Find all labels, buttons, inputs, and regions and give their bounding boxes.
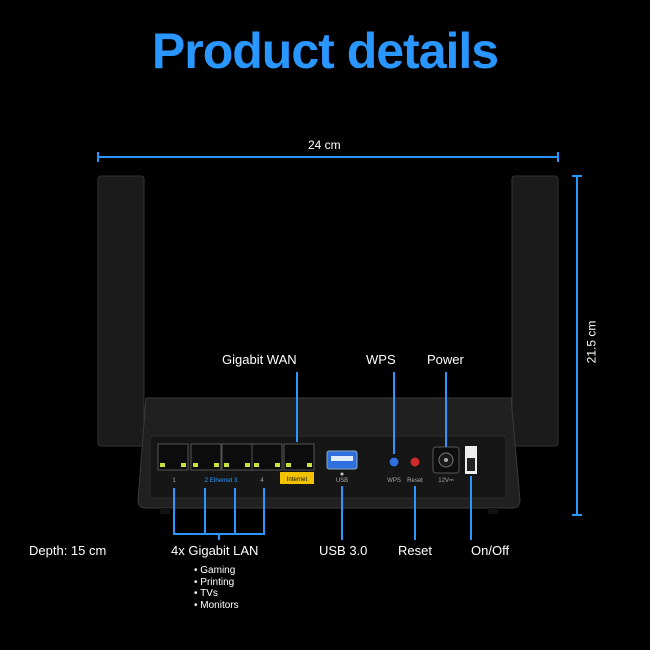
wan-port [283,443,315,471]
port-label-4: 4 [260,478,264,484]
port-label-internet: Internet [287,477,308,483]
lan-use-item: Gaming [194,565,239,577]
lan-use-item: Printing [194,577,239,589]
port-label-ethernet: 2 Ethernet 3 [205,478,238,484]
onoff-label: On/Off [471,543,510,558]
router-foot [488,508,498,514]
height-dimension-line [572,175,582,516]
usb-port-contacts [331,456,353,461]
lan-port-4 [251,443,283,471]
port-label-wps: WPS [387,478,401,484]
router-foot [160,508,170,514]
port-label-reset: Reset [407,478,423,484]
page-title: Product details [151,23,499,79]
width-dimension-line [97,152,559,162]
callout-lines [173,372,472,540]
power-label: Power [427,352,464,367]
lan-uses-list: Gaming Printing TVs Monitors [194,565,239,611]
lan-port-3 [221,443,253,471]
width-label: 24 cm [308,138,341,152]
lan-use-item: Monitors [194,600,238,612]
depth-label: Depth: 15 cm [29,543,107,558]
right-antenna [511,175,559,447]
port-label-1: 1 [172,478,176,484]
lan-label: 4x Gigabit LAN [171,543,259,558]
power-switch-toggle [467,458,475,471]
wps-label: WPS [366,352,396,367]
wps-button [388,456,400,468]
port-label-power: 12V⎓ [438,478,454,484]
port-label-usb: USB [336,478,348,484]
usb-label: USB 3.0 [319,543,368,558]
reset-label: Reset [398,543,432,558]
gigabit-wan-label: Gigabit WAN [222,352,297,367]
lan-port-2 [190,443,222,471]
lan-port-1 [157,443,189,471]
usb-indicator [340,472,344,476]
reset-button [409,456,421,468]
height-label: 21.5 cm [584,320,599,364]
lan-use-item: TVs [194,588,239,600]
internet-label-badge [280,472,314,484]
left-antenna [97,175,145,447]
